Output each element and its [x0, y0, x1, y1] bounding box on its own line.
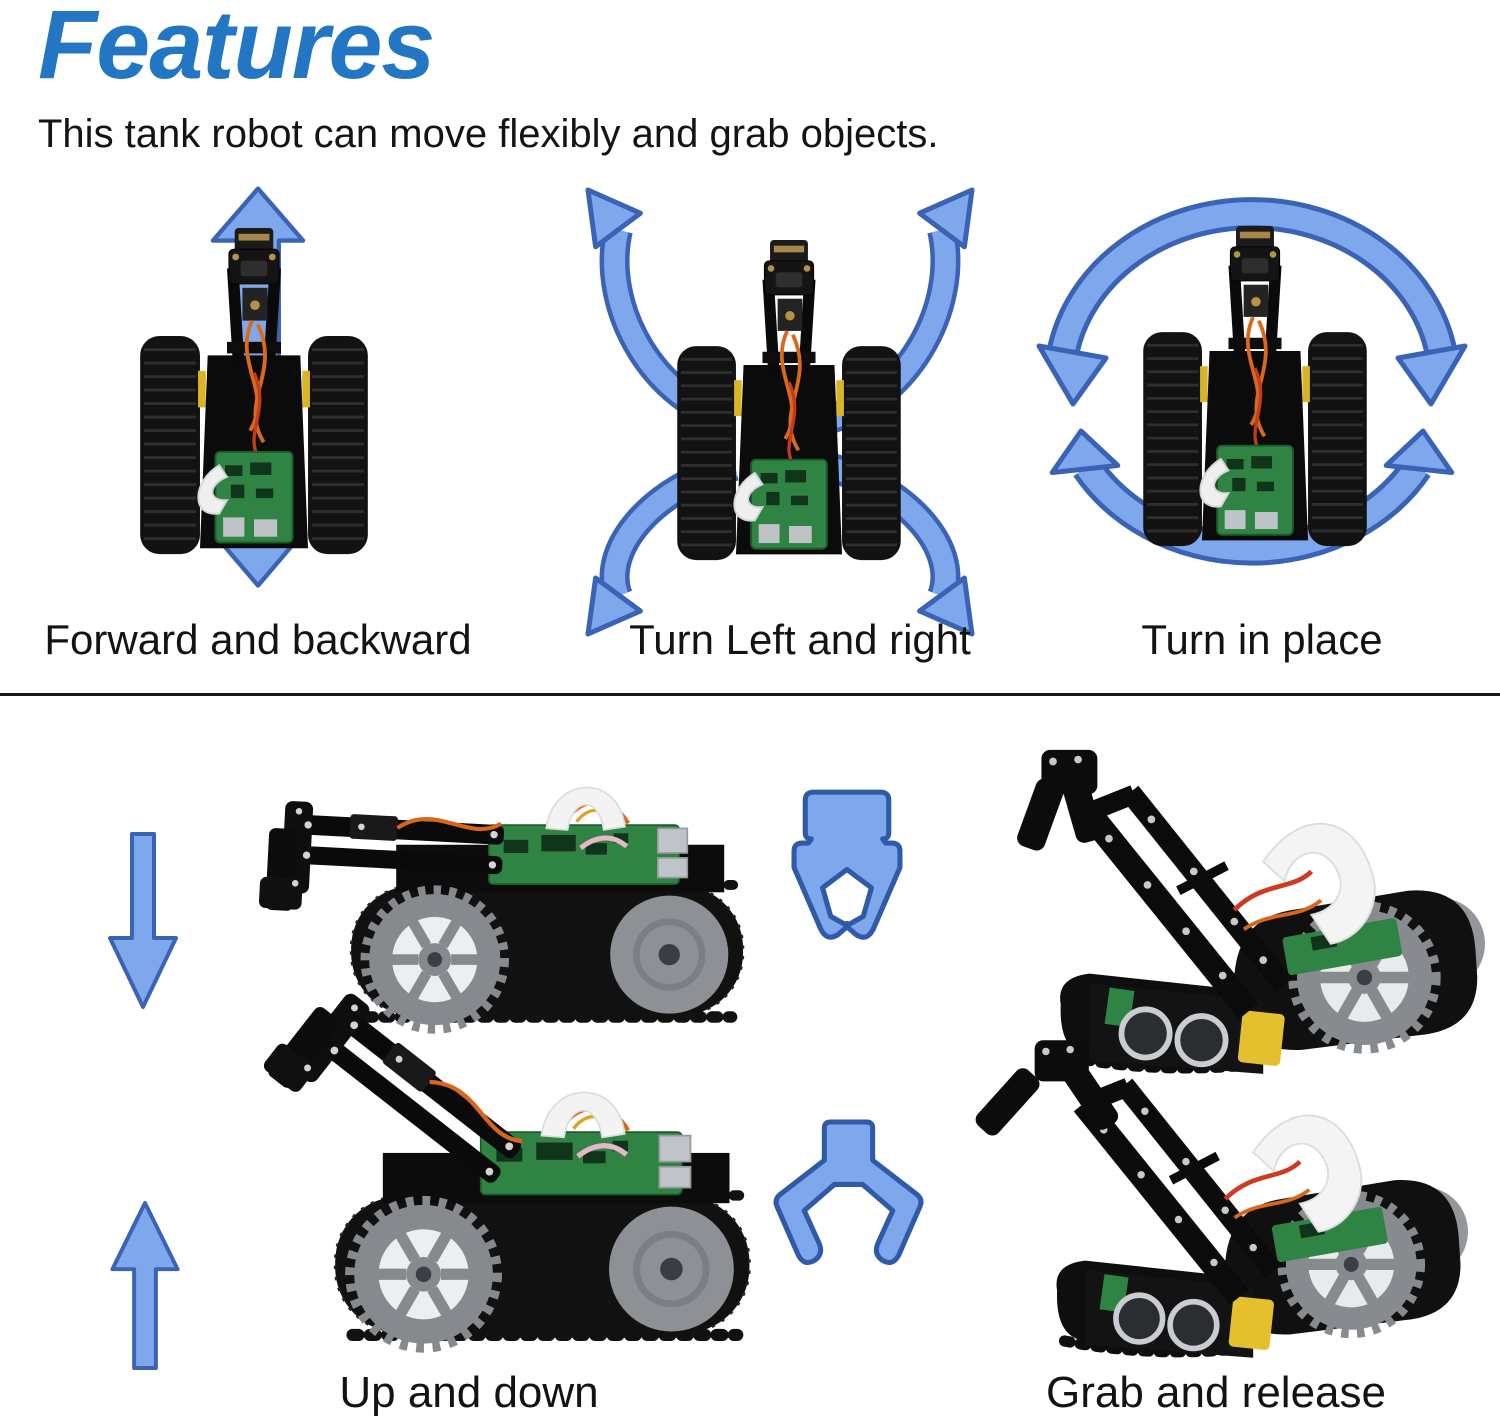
- caption-grab-release: Grab and release: [1046, 1368, 1386, 1417]
- page-subtitle: This tank robot can move flexibly and gr…: [38, 112, 939, 156]
- gripper-open-icon: [773, 1119, 924, 1266]
- section-divider: [0, 693, 1500, 696]
- caption-up-down: Up and down: [339, 1368, 599, 1417]
- robot-side-view-arm-up-photo: [205, 990, 760, 1354]
- robot-top-view-photo-forward: [138, 226, 370, 556]
- caption-turn-in-place: Turn in place: [1141, 616, 1383, 663]
- up-arrow-icon: [110, 1200, 180, 1370]
- robot-perspective-release-photo: [972, 1040, 1468, 1358]
- robot-top-view-photo-turn: [675, 238, 903, 563]
- robot-top-view-photo-rotate: [1141, 224, 1369, 549]
- page-title: Features: [38, 0, 435, 99]
- caption-forward-backward: Forward and backward: [44, 616, 472, 663]
- down-arrow-icon: [108, 832, 178, 1009]
- rotate-circle-arrows-icon: [1036, 197, 1468, 566]
- caption-turn-left-right: Turn Left and right: [629, 616, 971, 663]
- robot-perspective-grab-photo: [1014, 749, 1485, 1074]
- gripper-closed-icon: [791, 789, 903, 940]
